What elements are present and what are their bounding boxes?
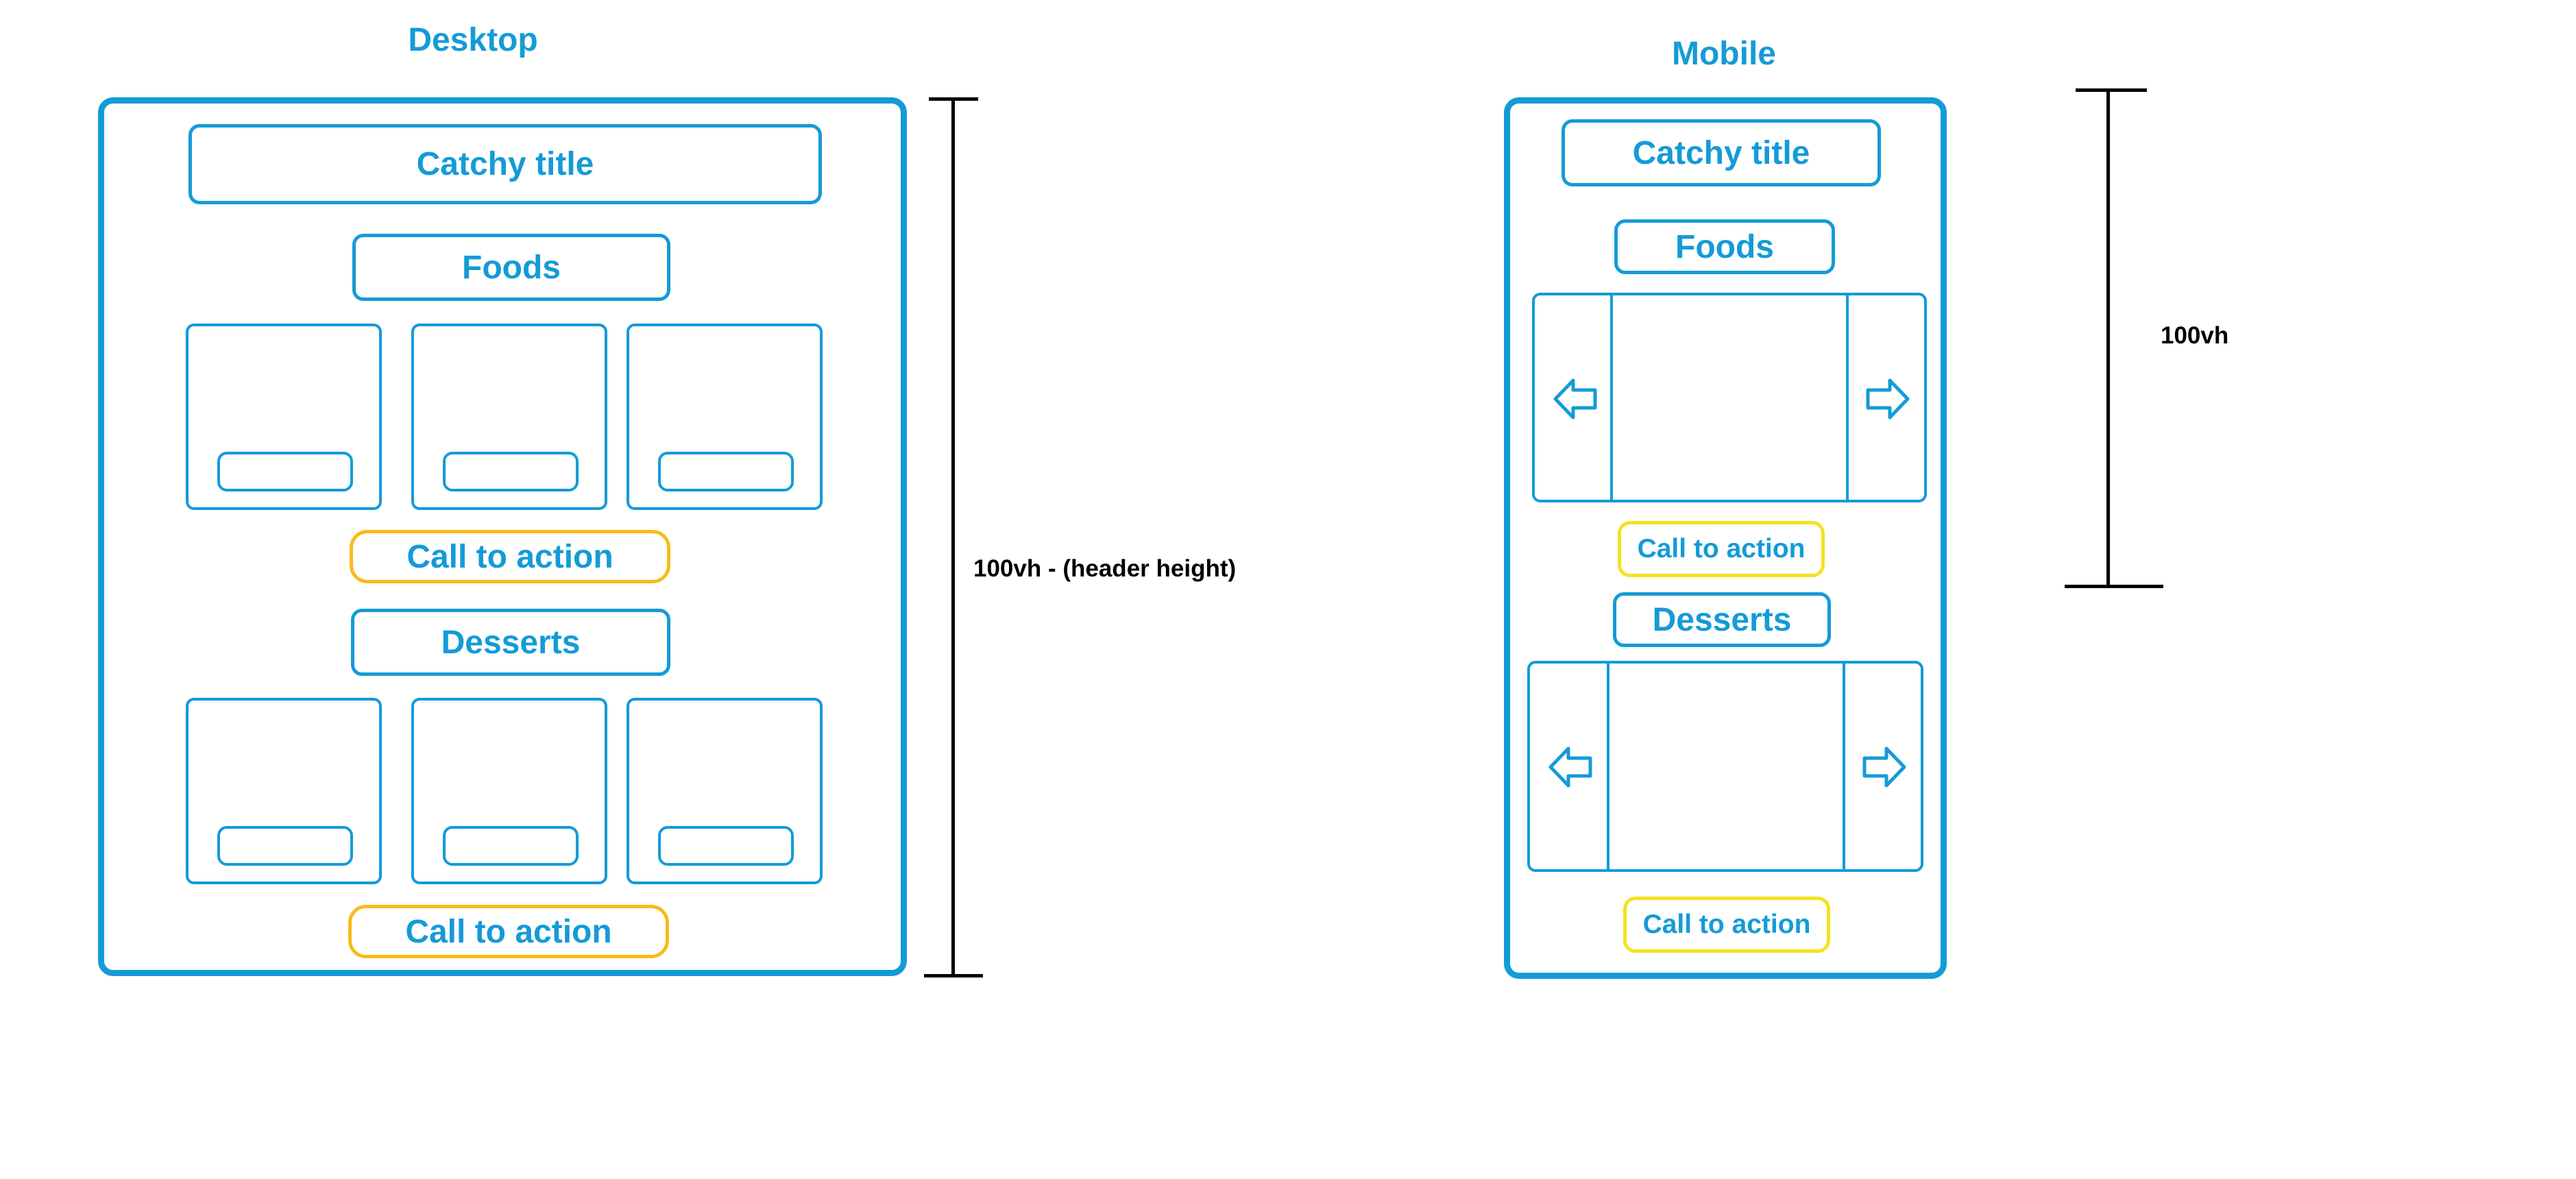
mobile-dimension-top-tick — [2076, 88, 2147, 92]
mobile-foods-heading: Foods — [1614, 219, 1835, 274]
mobile-dimension-bottom-tick — [2065, 585, 2163, 588]
desktop-call-to-action-button[interactable]: Call to action — [348, 905, 669, 958]
desktop-heading: Desktop — [408, 21, 538, 58]
desktop-dimension-label: 100vh - (header height) — [973, 555, 1237, 582]
desktop-dessert-card[interactable] — [411, 698, 607, 884]
desktop-dessert-card[interactable] — [627, 698, 823, 884]
mobile-desserts-heading: Desserts — [1613, 592, 1831, 647]
arrow-right-icon[interactable] — [1862, 744, 1907, 790]
mobile-catchy-title: Catchy title — [1562, 119, 1881, 186]
desktop-food-card[interactable] — [186, 324, 382, 510]
desktop-food-card[interactable] — [627, 324, 823, 510]
carousel-divider — [1843, 664, 1845, 869]
desktop-food-card[interactable] — [411, 324, 607, 510]
card-button[interactable] — [217, 452, 353, 491]
mobile-viewport-frame — [1504, 97, 1947, 979]
desktop-viewport-frame — [98, 97, 907, 976]
mobile-desserts-carousel[interactable] — [1527, 661, 1923, 872]
card-button[interactable] — [658, 826, 794, 866]
arrow-left-icon[interactable] — [1553, 376, 1598, 422]
card-button[interactable] — [443, 826, 579, 866]
desktop-call-to-action-button[interactable]: Call to action — [350, 530, 670, 583]
card-button[interactable] — [658, 452, 794, 491]
card-button[interactable] — [217, 826, 353, 866]
arrow-left-icon[interactable] — [1548, 744, 1593, 790]
mobile-foods-carousel[interactable] — [1532, 293, 1927, 502]
mobile-call-to-action-button[interactable]: Call to action — [1623, 897, 1830, 953]
carousel-divider — [1846, 295, 1849, 500]
arrow-right-icon[interactable] — [1865, 376, 1910, 422]
desktop-catchy-title: Catchy title — [189, 124, 822, 204]
desktop-foods-heading: Foods — [352, 234, 670, 301]
carousel-divider — [1607, 664, 1609, 869]
desktop-dimension-line — [951, 97, 955, 977]
carousel-divider — [1610, 295, 1613, 500]
desktop-dessert-card[interactable] — [186, 698, 382, 884]
mobile-call-to-action-button[interactable]: Call to action — [1618, 521, 1825, 577]
desktop-desserts-heading: Desserts — [351, 609, 670, 676]
card-button[interactable] — [443, 452, 579, 491]
mobile-heading: Mobile — [1672, 35, 1776, 72]
mobile-dimension-label: 100vh — [2161, 322, 2229, 349]
desktop-dimension-bottom-tick — [924, 974, 983, 977]
mobile-dimension-line — [2106, 88, 2110, 587]
